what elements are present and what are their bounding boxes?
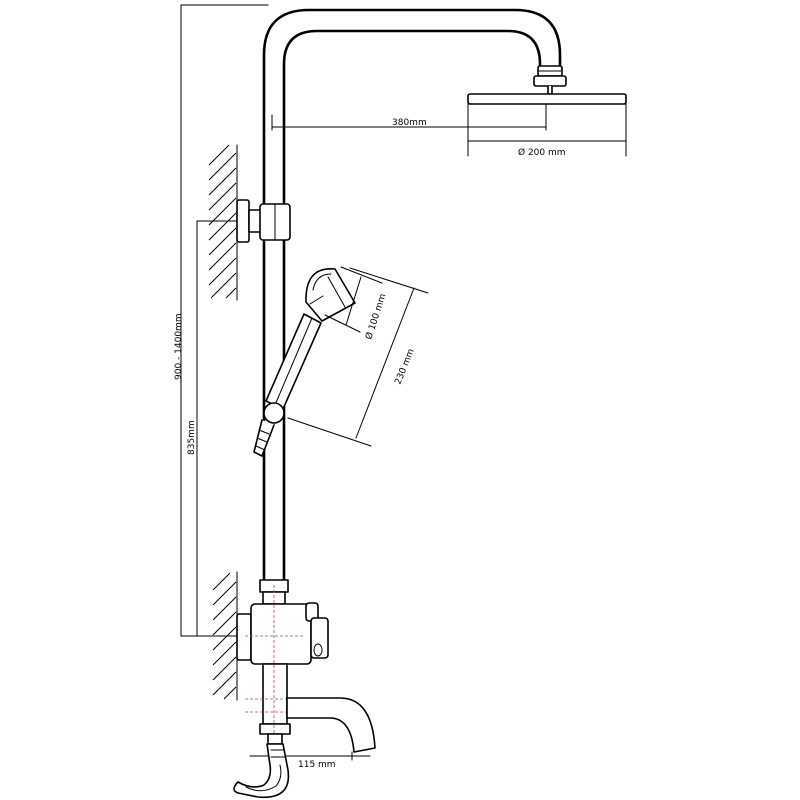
head-diameter-dimension: Ø 200 mm: [467, 103, 627, 158]
arm-reach-label: 380mm: [392, 118, 427, 128]
mixer-valve: [236, 579, 329, 735]
mixer-to-bracket-label: 835mm: [187, 420, 197, 455]
mixer-to-bracket-dimension: 835mm: [187, 220, 238, 637]
upper-wall-hatch: [208, 144, 238, 301]
bath-spout: [286, 697, 376, 753]
wall-bracket: [236, 199, 291, 243]
total-height-dimension: 900 - 1400mm: [174, 4, 269, 637]
hand-shower: [253, 268, 356, 457]
hand-shower-length-label: 230 mm: [394, 348, 417, 387]
hand-shower-diameter-label: Ø 100 mm: [363, 292, 388, 341]
total-height-label: 900 - 1400mm: [174, 313, 184, 380]
head-diameter-label: Ø 200 mm: [518, 147, 566, 158]
overhead-shower-head: [467, 65, 627, 105]
arm-reach-dimension: 380mm: [271, 103, 547, 131]
riser-pipe: [262, 8, 562, 584]
hose-connector: [233, 733, 290, 799]
spout-reach-label: 115 mm: [298, 760, 336, 770]
